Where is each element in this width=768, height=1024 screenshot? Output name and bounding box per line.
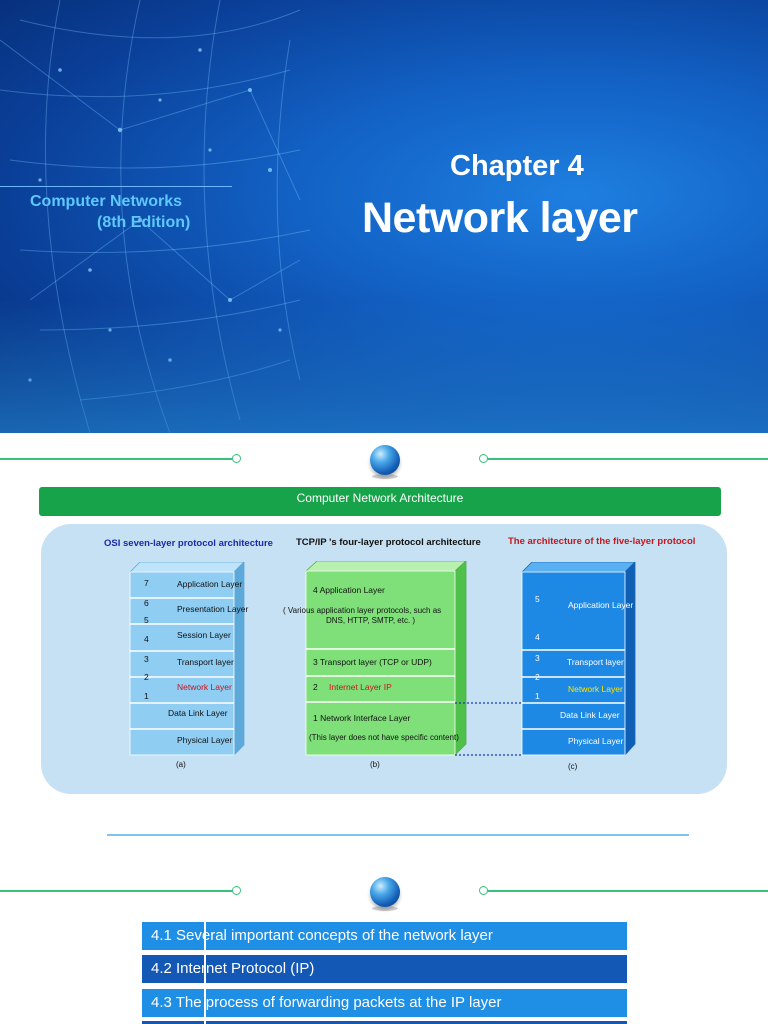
- tcpip-caption: (b): [370, 760, 380, 769]
- tcpip-app-note: DNS, HTTP, SMTP, etc. ): [326, 616, 416, 625]
- osi-caption: (a): [176, 760, 186, 769]
- toc-item-partial[interactable]: [142, 1021, 627, 1024]
- tcpip-internet-layer: Internet Layer IP: [329, 682, 392, 692]
- osi-layer: Presentation Layer: [177, 604, 249, 614]
- chapter-title: Network layer: [362, 194, 638, 242]
- toc-item[interactable]: 4.3 The process of forwarding packets at…: [142, 989, 627, 1017]
- five-layer: Data Link Layer: [560, 710, 620, 720]
- osi-stack: [129, 562, 245, 756]
- divider-dot: [232, 886, 241, 895]
- globe-icon: [370, 445, 400, 475]
- tcpip-netif-layer: 1 Network Interface Layer: [313, 713, 411, 723]
- five-layer-highlight: Network Layer: [568, 684, 623, 694]
- osi-title: OSI seven-layer protocol architecture: [104, 538, 273, 549]
- book-edition: (8th Edition): [97, 214, 191, 231]
- tcpip-title: TCP/IP 's four-layer protocol architectu…: [296, 537, 481, 548]
- globe-shadow: [372, 906, 398, 911]
- five-caption: (c): [568, 762, 578, 771]
- dotted-connectors: [455, 702, 523, 756]
- osi-number: 4: [144, 634, 149, 644]
- toc-item[interactable]: 4.1 Several important concepts of the ne…: [142, 922, 627, 950]
- title-accent-rule: [0, 186, 232, 187]
- tcpip-internet-number: 2: [313, 682, 318, 692]
- osi-layer: Data Link Layer: [168, 708, 228, 718]
- title-slide: Computer Networks (8th Edition) Chapter …: [0, 0, 768, 433]
- book-title-line1: Computer Networks: [30, 193, 183, 210]
- osi-layer: Application Layer: [177, 579, 243, 589]
- divider-line-right: [486, 458, 768, 460]
- osi-layer-highlight: Network Layer: [177, 682, 232, 692]
- five-layer: Physical Layer: [568, 736, 624, 746]
- osi-number: 6: [144, 598, 149, 608]
- divider-line-left: [0, 890, 233, 892]
- tcpip-transport-layer: 3 Transport layer (TCP or UDP): [313, 657, 432, 667]
- slide-bottom-rule: [107, 834, 689, 836]
- tcpip-app-layer: 4 Application Layer: [313, 585, 385, 595]
- five-layer: Application Layer: [568, 600, 634, 610]
- chapter-label: Chapter 4: [450, 150, 584, 182]
- osi-number: 7: [144, 578, 149, 588]
- divider-dot: [479, 454, 488, 463]
- five-number: 1: [535, 691, 540, 701]
- five-number: 3: [535, 653, 540, 663]
- osi-number: 3: [144, 654, 149, 664]
- osi-number: 1: [144, 691, 149, 701]
- osi-layer: Transport layer: [177, 657, 234, 667]
- toc-divider-line: [204, 918, 206, 1024]
- divider-line-left: [0, 458, 233, 460]
- osi-layer: Physical Layer: [177, 735, 233, 745]
- five-layer-stack: [521, 562, 636, 757]
- osi-number: 5: [144, 615, 149, 625]
- globe-shadow: [372, 474, 398, 479]
- five-layer-title: The architecture of the five-layer proto…: [508, 536, 696, 547]
- architecture-header: Computer Network Architecture: [39, 487, 721, 516]
- globe-icon: [370, 877, 400, 907]
- bottom-glow: [0, 300, 768, 433]
- tcpip-netif-note: (This layer does not have specific conte…: [309, 733, 459, 742]
- tcpip-app-note: ( Various application layer protocols, s…: [283, 606, 442, 615]
- five-number: 2: [535, 672, 540, 682]
- osi-number: 2: [144, 672, 149, 682]
- five-layer: Transport layer: [567, 657, 624, 667]
- book-title: Computer Networks (8th Edition): [30, 191, 230, 233]
- tcpip-stack: [304, 561, 467, 756]
- five-number: 4: [535, 632, 540, 642]
- toc-item[interactable]: 4.2 Internet Protocol (IP): [142, 955, 627, 983]
- five-number: 5: [535, 594, 540, 604]
- osi-layer: Session Layer: [177, 630, 231, 640]
- divider-line-right: [486, 890, 768, 892]
- divider-dot: [232, 454, 241, 463]
- divider-dot: [479, 886, 488, 895]
